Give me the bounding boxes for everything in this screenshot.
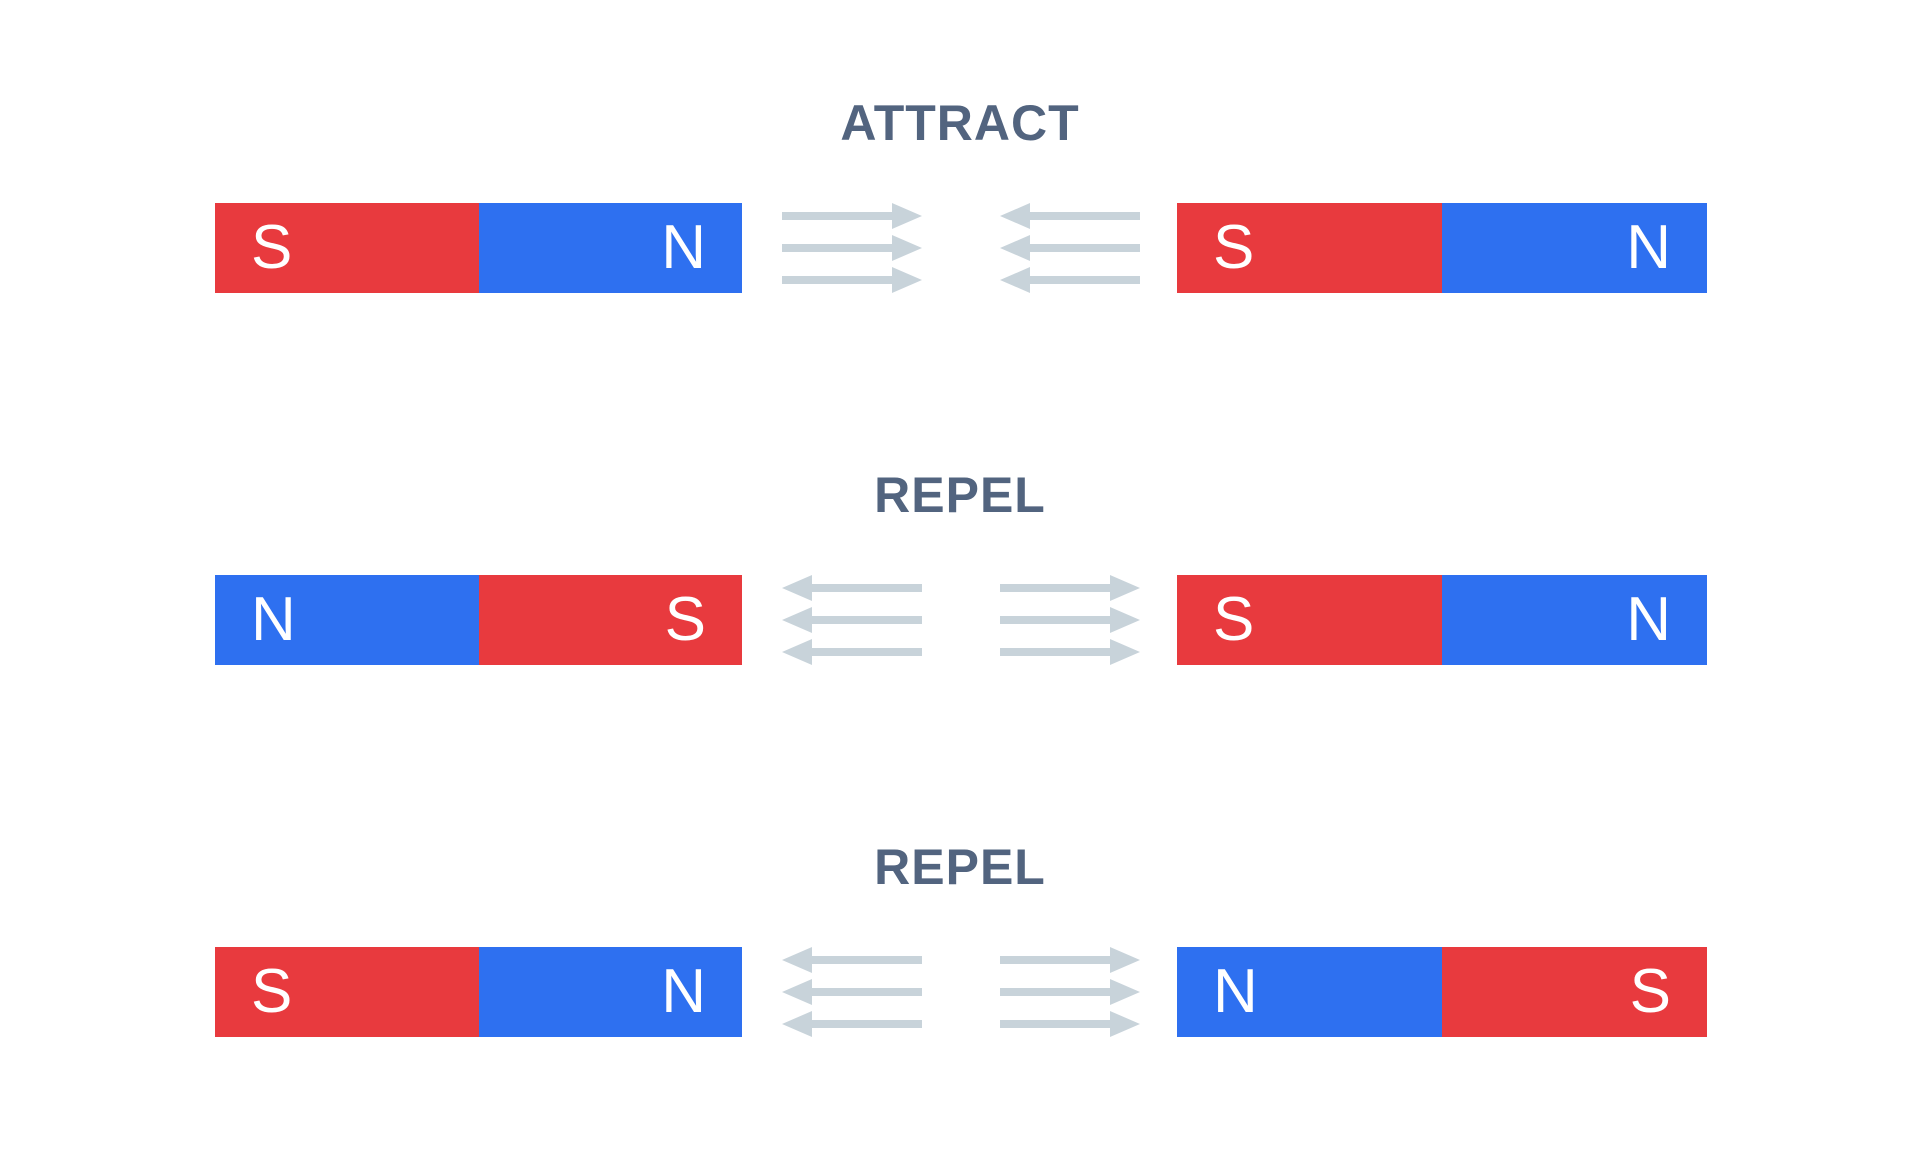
arrow-head <box>1110 1011 1140 1037</box>
field-arrow <box>782 1011 922 1037</box>
field-arrow <box>1000 979 1140 1005</box>
pole-label: S <box>251 213 293 282</box>
arrow-shaft <box>1000 648 1110 656</box>
arrow-shaft <box>1000 584 1110 592</box>
arrow-shaft <box>812 988 922 996</box>
pole-label: N <box>1213 957 1258 1026</box>
magnet-pole-half: S <box>478 575 742 665</box>
arrow-head <box>1110 607 1140 633</box>
arrow-head <box>782 979 812 1005</box>
arrow-shaft <box>812 648 922 656</box>
pole-label: S <box>1213 585 1255 654</box>
arrow-shaft <box>812 616 922 624</box>
field-arrow <box>1000 575 1140 601</box>
field-arrows-right <box>1000 203 1140 293</box>
arrow-head <box>782 639 812 665</box>
magnet-pole-half: N <box>1442 203 1707 293</box>
field-arrow <box>1000 607 1140 633</box>
arrow-shaft <box>812 1020 922 1028</box>
arrow-head <box>782 947 812 973</box>
field-arrow <box>782 607 922 633</box>
field-arrows-right <box>1000 575 1140 665</box>
arrow-shaft <box>1030 212 1140 220</box>
pole-label: N <box>661 213 706 282</box>
arrow-head <box>1110 947 1140 973</box>
pole-label: S <box>664 585 706 654</box>
pole-label: N <box>661 957 706 1026</box>
right-magnet: N S <box>1177 947 1707 1037</box>
arrow-shaft <box>812 956 922 964</box>
magnet-pole-half: N <box>1177 947 1442 1037</box>
magnet-row: S N S N <box>0 203 1920 293</box>
left-magnet: S N <box>215 203 742 293</box>
pole-label: S <box>251 957 293 1026</box>
left-magnet: N S <box>215 575 742 665</box>
field-arrow <box>1000 267 1140 293</box>
field-arrow <box>782 639 922 665</box>
arrow-shaft <box>1000 988 1110 996</box>
arrow-head <box>892 267 922 293</box>
pole-label: N <box>1626 213 1671 282</box>
arrow-shaft <box>782 244 892 252</box>
section-title: REPEL <box>874 839 1046 895</box>
pole-label: N <box>1626 585 1671 654</box>
arrow-shaft <box>1000 1020 1110 1028</box>
arrow-shaft <box>1030 244 1140 252</box>
section-repel-1: REPEL N S S <box>0 372 1920 744</box>
magnet-pole-half: N <box>478 203 742 293</box>
field-arrow <box>1000 203 1140 229</box>
field-arrow <box>1000 947 1140 973</box>
field-arrow <box>1000 235 1140 261</box>
pole-label: S <box>1213 213 1255 282</box>
arrow-shaft <box>812 584 922 592</box>
right-magnet: S N <box>1177 575 1707 665</box>
magnet-row: N S S N <box>0 575 1920 665</box>
magnet-pole-half: S <box>1442 947 1707 1037</box>
magnet-pole-half: N <box>215 575 479 665</box>
arrow-shaft <box>1000 616 1110 624</box>
left-magnet: S N <box>215 947 742 1037</box>
arrow-shaft <box>1030 276 1140 284</box>
arrow-head <box>782 575 812 601</box>
field-arrow <box>782 947 922 973</box>
magnet-pole-half: S <box>215 947 479 1037</box>
field-arrow <box>782 203 922 229</box>
field-arrow <box>782 575 922 601</box>
arrow-head <box>892 235 922 261</box>
arrow-head <box>1000 235 1030 261</box>
arrow-head <box>1110 639 1140 665</box>
magnet-pole-half: N <box>1442 575 1707 665</box>
arrow-head <box>1000 203 1030 229</box>
section-repel-2: REPEL S N N <box>0 744 1920 1116</box>
arrow-head <box>782 607 812 633</box>
arrow-head <box>1110 979 1140 1005</box>
arrow-shaft <box>782 212 892 220</box>
pole-label: S <box>1629 957 1671 1026</box>
arrow-head <box>1000 267 1030 293</box>
magnet-pole-half: S <box>215 203 479 293</box>
arrow-head <box>892 203 922 229</box>
arrow-head <box>1110 575 1140 601</box>
arrow-head <box>782 1011 812 1037</box>
magnet-pole-half: N <box>478 947 742 1037</box>
magnet-pole-half: S <box>1177 575 1442 665</box>
field-arrow <box>782 235 922 261</box>
field-arrow <box>782 979 922 1005</box>
field-arrows-left <box>782 575 922 665</box>
arrow-shaft <box>782 276 892 284</box>
magnet-row: S N N S <box>0 947 1920 1037</box>
field-arrows-left <box>782 947 922 1037</box>
pole-label: N <box>251 585 296 654</box>
right-magnet: S N <box>1177 203 1707 293</box>
magnet-pole-half: S <box>1177 203 1442 293</box>
section-title: ATTRACT <box>840 95 1080 151</box>
arrow-shaft <box>1000 956 1110 964</box>
section-title: REPEL <box>874 467 1046 523</box>
field-arrows-right <box>1000 947 1140 1037</box>
section-attract: ATTRACT S N S <box>0 0 1920 372</box>
field-arrows-left <box>782 203 922 293</box>
field-arrow <box>1000 1011 1140 1037</box>
field-arrow <box>1000 639 1140 665</box>
field-arrow <box>782 267 922 293</box>
